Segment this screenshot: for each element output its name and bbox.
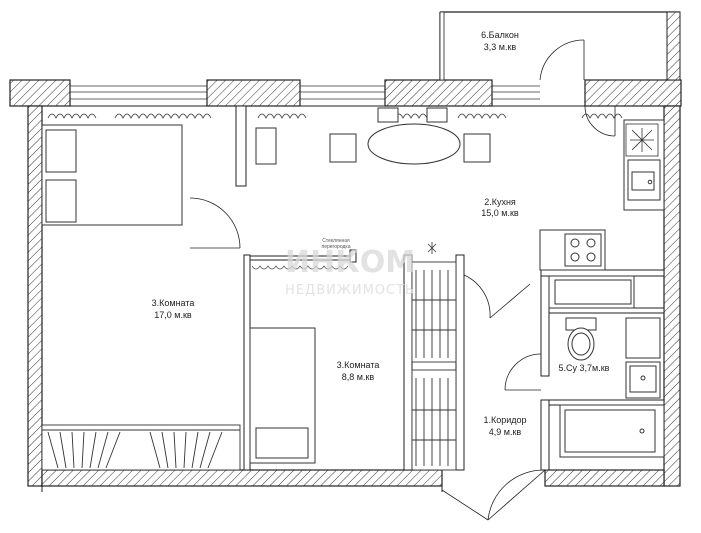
partition-note: Стеклянная перегородка (322, 238, 351, 250)
balcony-area: 3,3 м.кв (484, 42, 517, 52)
corridor-name: 1.Коридор (483, 415, 526, 425)
room-big-name: 3.Комната (152, 298, 195, 308)
kitchen-name: 2.Кухня (484, 197, 516, 207)
corridor-area: 4,9 м.кв (489, 427, 522, 437)
watermark: ИНКОМ НЕДВИЖИМОСТЬ (285, 245, 415, 298)
sofa (41, 424, 241, 471)
radiators (47, 113, 623, 119)
outer-wall-lines (9, 80, 680, 492)
partition-note-line2: перегородка (322, 244, 351, 250)
room-small-area: 8,8 м.кв (342, 372, 375, 382)
partition-note-line1: Стеклянная (322, 238, 350, 244)
kitchen-area: 15,0 м.кв (481, 208, 519, 218)
watermark-line2: НЕДВИЖИМОСТЬ (285, 283, 415, 298)
watermark-line1: ИНКОМ (285, 245, 415, 280)
kitchen-counter (539, 119, 665, 309)
dining-set (255, 107, 491, 165)
doors (189, 197, 546, 521)
room-big-area: 17,0 м.кв (154, 310, 192, 320)
room-labels: 6.Балкон 3,3 м.кв 2.Кухня 15,0 м.кв 3.Ко… (152, 30, 610, 437)
bathroom-fixtures (559, 317, 665, 458)
windows (70, 85, 540, 100)
outer-walls (9, 79, 682, 487)
balcony (439, 11, 681, 137)
wardrobe (411, 261, 457, 471)
ventilation (427, 123, 659, 254)
curtain-rail (251, 265, 349, 270)
bathroom-name: 5.Су 3,7м.кв (559, 363, 610, 373)
bed-single (249, 327, 316, 464)
bed-double (41, 124, 183, 226)
room-small-name: 3.Комната (337, 360, 380, 370)
balcony-name: 6.Балкон (481, 30, 519, 40)
